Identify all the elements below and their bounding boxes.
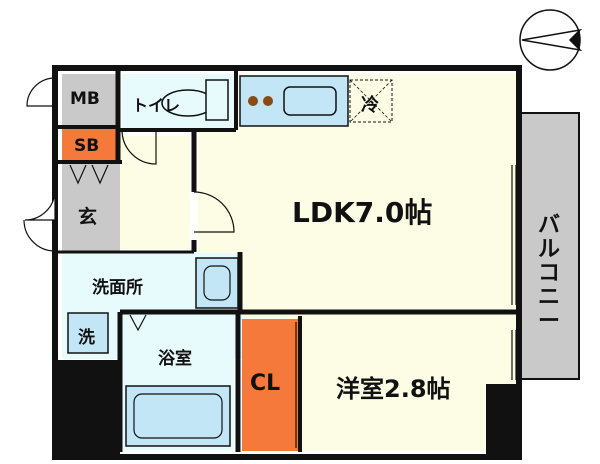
- sb-storage: [62, 128, 119, 162]
- washer-label: 洗: [78, 328, 95, 348]
- western-room-floor: [300, 319, 515, 451]
- western-room-label: 洋室2.8帖: [336, 375, 451, 403]
- mb-label: MB: [70, 89, 100, 109]
- fridge-space: [349, 79, 393, 123]
- stove-burner-right: [263, 96, 273, 106]
- fridge-label: 冷: [361, 95, 379, 116]
- closet-area: [242, 319, 298, 451]
- windows: [295, 165, 517, 448]
- ldk-label: LDK7.0帖: [292, 196, 433, 229]
- doors: [23, 77, 235, 332]
- toilet-tank: [205, 79, 229, 121]
- entrance-label: 玄: [78, 206, 98, 228]
- toilet-label: トイレ: [132, 96, 181, 115]
- balcony-label: バルコニー: [537, 213, 560, 334]
- pipe-shaft: [58, 360, 120, 454]
- mb-storage: [62, 74, 117, 127]
- closet-label: CL: [250, 371, 281, 396]
- washer-space: [67, 312, 109, 354]
- kitchen-sink: [283, 86, 337, 116]
- entrance-floor: [62, 164, 120, 251]
- north-arrow-icon: [519, 9, 583, 71]
- balcony-area: [518, 112, 580, 380]
- sb-label: SB: [74, 136, 100, 156]
- washroom-label: 洗面所: [92, 278, 143, 298]
- bathroom-label: 浴室: [158, 349, 192, 369]
- structural-column: [486, 384, 516, 454]
- vanity-basin: [203, 265, 231, 301]
- bathtub-inner: [133, 393, 223, 439]
- walls: [52, 65, 522, 460]
- stove-burner-left: [248, 96, 258, 106]
- entrance-hall-floor: [120, 136, 190, 249]
